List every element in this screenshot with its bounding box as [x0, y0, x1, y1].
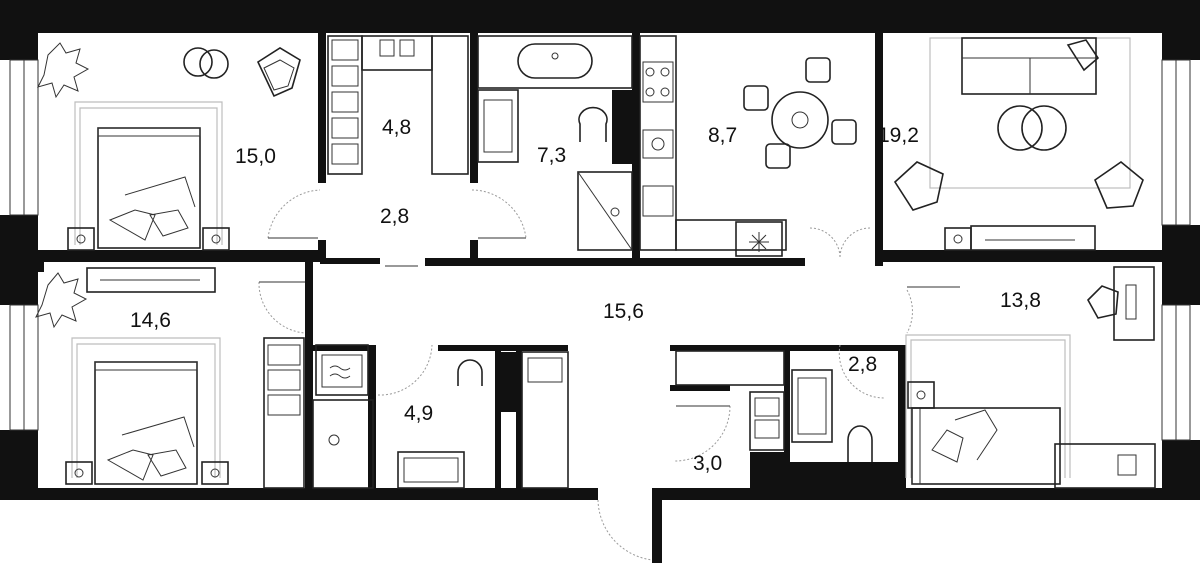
- room-area-bathroom-2: 4,9: [404, 402, 433, 425]
- room-area-storage: 3,0: [693, 452, 722, 475]
- living-room-furniture: [893, 37, 1144, 251]
- bedroom-3-furniture: [905, 266, 1156, 489]
- doors: [258, 189, 960, 561]
- bathroom-1-furniture: [477, 35, 633, 251]
- room-area-wardrobe: 4,8: [382, 116, 411, 139]
- room-area-kitchen: 8,7: [708, 124, 737, 147]
- room-area-corridor: 15,6: [603, 300, 644, 323]
- room-area-living-room: 19,2: [878, 124, 919, 147]
- room-area-bathroom-3: 2,8: [848, 353, 877, 376]
- room-area-bedroom-1: 15,0: [235, 145, 276, 168]
- room-area-hall-small: 2,8: [380, 205, 409, 228]
- bathroom-2-furniture: [263, 337, 569, 489]
- room-area-bathroom-1: 7,3: [537, 144, 566, 167]
- wardrobe-furniture: [327, 35, 469, 175]
- bathroom-3-furniture: [675, 350, 898, 488]
- room-labels: 15,0 4,8 2,8 7,3 8,7 19,2 14,6 15,6 13,8…: [130, 116, 1041, 475]
- kitchen-furniture: [639, 35, 857, 257]
- room-area-bedroom-3: 13,8: [1000, 289, 1041, 312]
- windows: [9, 59, 1191, 441]
- bedroom-2-furniture: [35, 267, 229, 485]
- room-area-bedroom-2: 14,6: [130, 309, 171, 332]
- bedroom-1-furniture: [37, 42, 301, 251]
- interior-walls: [38, 33, 1162, 488]
